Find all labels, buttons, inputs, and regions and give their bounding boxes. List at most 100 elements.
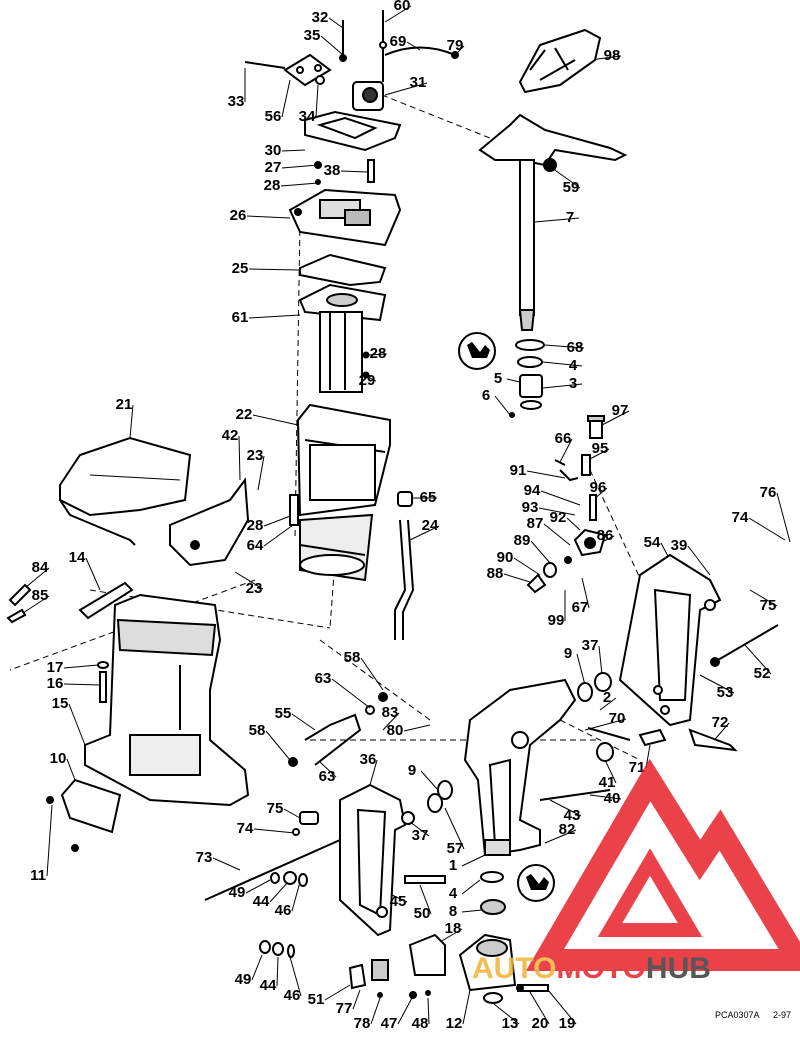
part-54-stern-bracket-right [618,553,722,727]
callout-c61: 61 [232,309,249,326]
part-41-bushing [596,742,614,762]
callout-c19: 19 [559,1015,576,1032]
callout-c25: 25 [232,260,249,277]
leader-c40 [589,794,622,800]
callout-c70: 70 [609,710,626,727]
callout-c67: 67 [572,599,589,616]
callout-c76: 76 [760,484,777,501]
leader-c23a [257,455,265,491]
part-14-seal-strip [78,581,134,620]
callout-c26: 26 [230,207,247,224]
callout-c79: 79 [447,37,464,54]
callout-c41: 41 [599,774,616,791]
callout-c49a: 49 [229,884,246,901]
leader-c28a [280,182,319,187]
leader-c75b [283,808,301,819]
lubricant-tube-icon [458,332,496,370]
callout-c86: 86 [597,527,614,544]
leader-c12 [462,989,471,1025]
leader-c7 [534,217,580,223]
leader-c56 [281,79,291,118]
part-69-79-link [384,46,459,59]
callout-c82: 82 [559,821,576,838]
callout-c69: 69 [390,33,407,50]
leader-c19 [547,989,577,1025]
leader-c66 [559,438,573,463]
callout-c47: 47 [381,1015,398,1032]
callout-c75a: 75 [760,597,777,614]
callout-c46a: 46 [275,902,292,919]
date-code: 2-97 [773,1010,791,1020]
part-75-74-bushing [292,811,319,836]
callout-c7: 7 [566,209,574,226]
part-64-bolt [289,494,299,526]
part-21-lower-cover [59,436,192,546]
leader-c18 [439,928,463,943]
leader-c52 [744,644,772,675]
callout-c4a: 4 [569,357,578,374]
callout-c58a: 58 [344,649,361,666]
callout-c23a: 23 [247,447,264,464]
callout-c10: 10 [50,750,67,767]
part-4-8-clamp-nut [480,871,506,915]
leader-c63a [331,678,371,709]
leader-c43 [549,799,582,817]
callout-c34: 34 [299,108,316,125]
part-86-tilt-lever [573,528,607,557]
callout-c93: 93 [522,499,539,516]
callout-c65: 65 [420,489,437,506]
callout-c94: 94 [524,482,541,499]
callout-c11: 11 [30,867,46,884]
callout-c46b: 46 [284,987,301,1004]
callout-c78: 78 [354,1015,371,1032]
part-70-72-71-tilt-lock [587,727,738,752]
leader-c24 [409,525,440,541]
callout-c44b: 44 [260,977,277,994]
leader-c58a [360,657,384,691]
callout-c36: 36 [360,751,377,768]
callout-c91: 91 [510,462,527,479]
leader-c58b [265,730,291,761]
leader-c32 [328,17,344,29]
callout-c68: 68 [567,339,584,356]
callout-c53: 53 [717,684,734,701]
leader-c87 [543,523,571,546]
callout-c33: 33 [228,93,245,110]
leader-c30 [281,149,306,152]
part-73-tilt-tube [204,839,341,901]
part-25-gasket [299,253,387,287]
part-55-link [288,692,388,767]
leader-c60 [384,5,412,23]
part-22-exhaust-tube [296,403,391,582]
part-26-adaptor-plate [288,188,402,247]
part-40-43-shaft [539,789,611,801]
callout-c89: 89 [514,532,531,549]
leader-c41 [604,759,617,784]
callout-c5: 5 [494,370,502,387]
leader-c23b [234,571,264,590]
leader-c15 [68,703,86,746]
callout-c12: 12 [446,1015,463,1032]
callout-c17: 17 [47,659,64,676]
callout-c54: 54 [644,534,661,551]
leader-c3 [542,383,583,389]
leader-c89 [530,540,551,564]
leader-c73 [212,857,241,871]
leader-c83 [382,712,400,731]
leader-c97 [601,410,630,426]
part-7-steering-arm [478,113,628,331]
callout-c85: 85 [32,587,49,604]
callout-c96: 96 [590,479,607,496]
part-97-fitting [587,415,605,439]
leader-c9a [576,653,586,686]
leader-c44a [269,881,289,903]
leader-c14 [85,557,101,591]
leader-c37a [598,645,603,676]
callout-c24: 24 [422,517,439,534]
callout-c45: 45 [390,893,407,910]
part-42-lower-cover-half [169,477,250,567]
lubricant-tube-icon-lower [517,864,555,902]
callout-c72: 72 [712,714,729,731]
callout-c20: 20 [532,1015,549,1032]
